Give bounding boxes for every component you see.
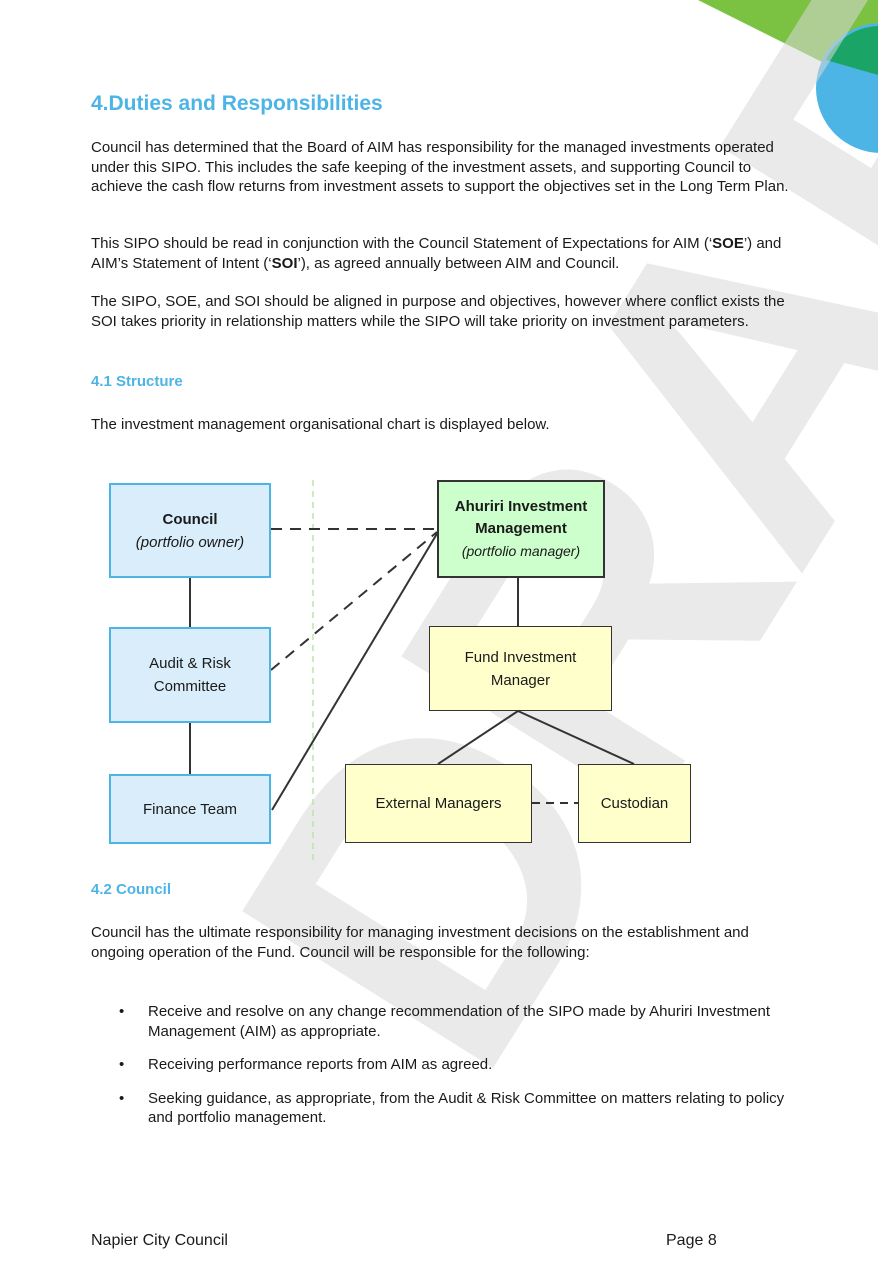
finance-label: Finance Team: [143, 800, 237, 818]
intro-paragraph-1: Council has determined that the Board of…: [91, 139, 789, 195]
aim-subtitle: (portfolio manager): [461, 543, 581, 559]
fund-manager-box: Fund Investment Manager: [429, 626, 612, 711]
structure-text: The investment management organisational…: [91, 416, 550, 433]
fund-line1: Fund Investment: [464, 648, 577, 666]
council-heading: 4.2 Council: [91, 881, 172, 898]
custodian-box: Custodian: [578, 764, 691, 843]
structure-heading: 4.1 Structure: [91, 373, 183, 390]
council-paragraph: Council has the ultimate responsibility …: [91, 924, 749, 961]
footer-organisation: Napier City Council: [91, 1232, 228, 1249]
aim-box: Ahuriri Investment Management (portfolio…: [437, 480, 605, 578]
audit-line2: Committee: [153, 678, 227, 695]
audit-line1: Audit & Risk: [149, 655, 231, 672]
aim-line1: Ahuriri Investment: [454, 498, 588, 515]
footer-page-number: Page 8: [666, 1232, 717, 1249]
audit-risk-box: Audit & Risk Committee: [109, 627, 271, 723]
list-item: Seeking guidance, as appropriate, from t…: [91, 1089, 791, 1128]
intro-paragraph-3: The SIPO, SOE, and SOI should be aligned…: [91, 293, 785, 330]
aim-line2: Management: [475, 520, 567, 537]
external-label: External Managers: [375, 795, 502, 812]
responsibility-list: Receive and resolve on any change recomm…: [91, 1002, 791, 1128]
custodian-label: Custodian: [600, 795, 669, 812]
finance-team-box: Finance Team: [109, 774, 271, 844]
list-item: Receiving performance reports from AIM a…: [91, 1055, 791, 1075]
council-box: Council (portfolio owner): [109, 483, 271, 578]
council-subtitle: (portfolio owner): [135, 533, 245, 551]
intro-paragraph-2: This SIPO should be read in conjunction …: [91, 235, 782, 272]
fund-line2: Manager: [490, 671, 551, 689]
section-heading: 4.Duties and Responsibilities: [91, 92, 383, 115]
external-managers-box: External Managers: [345, 764, 532, 843]
list-item: Receive and resolve on any change recomm…: [91, 1002, 791, 1041]
corner-decoration: [698, 0, 878, 153]
council-title: Council: [162, 510, 218, 528]
